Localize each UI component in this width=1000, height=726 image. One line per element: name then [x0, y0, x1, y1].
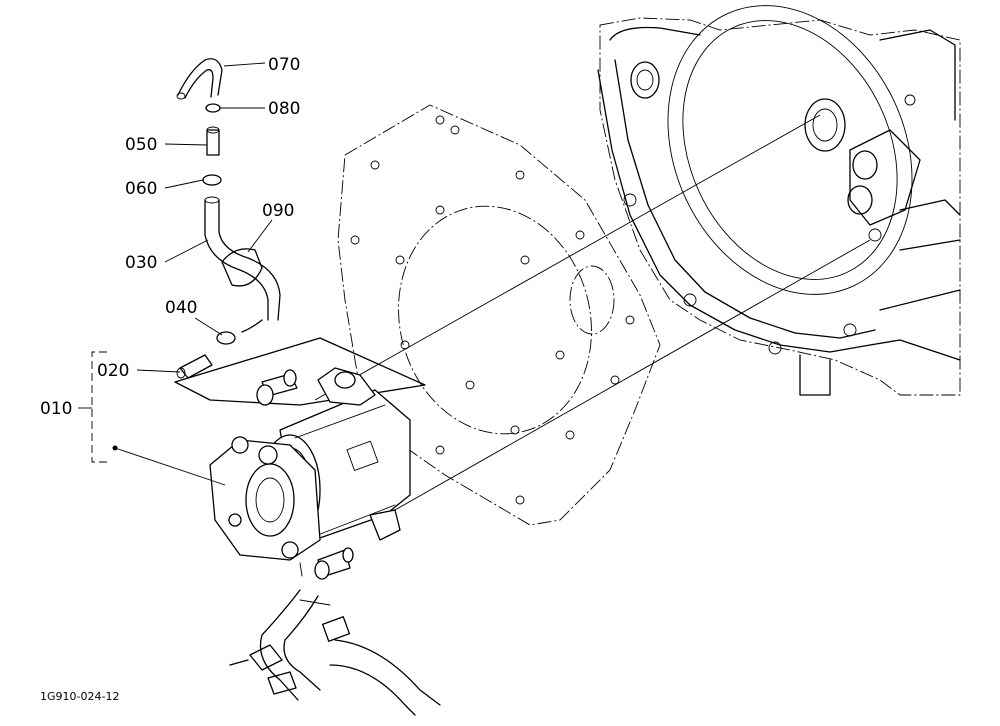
callout-090: 090	[262, 201, 294, 221]
callout-010: 010	[40, 399, 72, 419]
figure-reference-code: 1G910-024-12	[40, 690, 119, 703]
callout-labels: 070 080 050 060 090 030 040 020 010	[40, 55, 300, 419]
fuel-pump-assembly	[174, 337, 426, 580]
callout-080: 080	[268, 99, 300, 119]
callout-060: 060	[125, 179, 157, 199]
callout-070: 070	[268, 55, 300, 75]
callout-030: 030	[125, 253, 157, 273]
fuel-line-components	[176, 58, 281, 379]
callout-leaders	[78, 62, 273, 486]
callout-020: 020	[97, 361, 129, 381]
alignment-lines	[314, 114, 871, 511]
callout-050: 050	[125, 135, 157, 155]
lower-hoses	[229, 589, 441, 716]
flywheel-housing	[597, 5, 961, 396]
callout-040: 040	[165, 298, 197, 318]
